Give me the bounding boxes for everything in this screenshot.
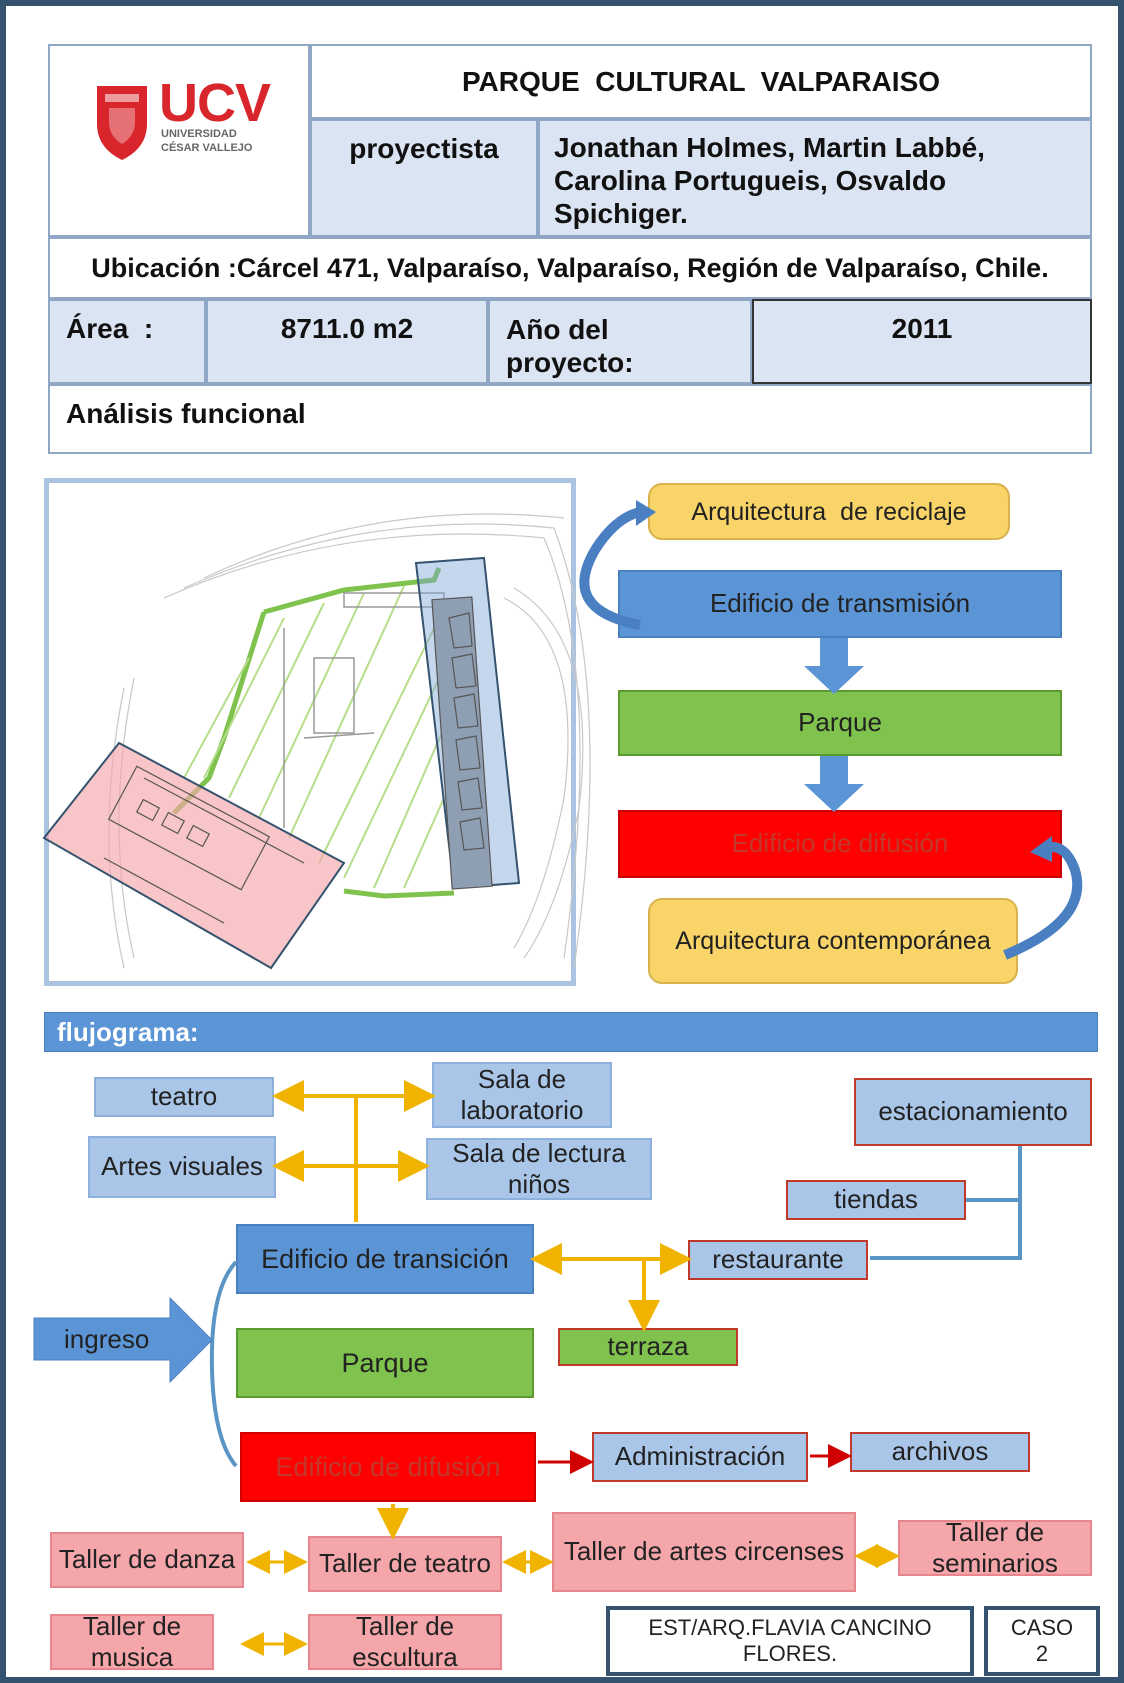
- box-taller-musica: Taller de musica: [50, 1611, 214, 1672]
- year-label-cell: Año del proyecto:: [488, 299, 752, 384]
- logo-text: UCV: [159, 73, 271, 133]
- area-value: 8711.0 m2: [280, 313, 414, 344]
- title-cell: PARQUE CULTURAL VALPARAISO: [310, 44, 1092, 119]
- location-cell: Ubicación :Cárcel 471, Valparaíso, Valpa…: [48, 237, 1092, 299]
- flujograma-bar: flujograma:: [44, 1012, 1098, 1052]
- ingreso-label: ingreso: [64, 1324, 150, 1354]
- author-box: EST/ARQ.FLAVIA CANCINO FLORES.: [606, 1606, 974, 1676]
- transmission-box: Edificio de transmisión: [618, 570, 1062, 638]
- box-estacionamiento: estacionamiento: [854, 1078, 1092, 1146]
- box-terraza: terraza: [558, 1328, 738, 1366]
- box-taller-seminarios: Taller de seminarios: [898, 1517, 1092, 1578]
- designer-value: Jonathan Holmes, Martin Labbé, Carolina …: [554, 132, 985, 229]
- box-artes-visuales: Artes visuales: [88, 1136, 276, 1198]
- box-sala-laboratorio: Sala de laboratorio: [432, 1062, 612, 1128]
- flujograma-title: flujograma:: [57, 1017, 199, 1047]
- section-title-cell: Análisis funcional: [48, 384, 1092, 454]
- recycle-box: Arquitectura de reciclaje: [648, 483, 1010, 540]
- box-restaurante: restaurante: [688, 1240, 868, 1280]
- designer-label-cell: proyectista: [310, 119, 538, 237]
- logo-cell: UCV UNIVERSIDAD CÉSAR VALLEJO: [48, 44, 310, 237]
- box-tiendas: tiendas: [786, 1180, 966, 1220]
- area-label-cell: Área :: [48, 299, 206, 384]
- shield-icon: [97, 86, 147, 160]
- transmission-label: Edificio de transmisión: [709, 588, 971, 619]
- year-value-cell: 2011: [752, 299, 1092, 384]
- diffusion-box: Edificio de difusión: [618, 810, 1062, 878]
- year-value: 2011: [891, 313, 953, 344]
- area-label: Área :: [66, 313, 154, 344]
- box-teatro: teatro: [94, 1077, 274, 1117]
- box-edificio-transicion: Edificio de transición: [236, 1224, 534, 1294]
- box-taller-teatro: Taller de teatro: [308, 1536, 502, 1592]
- box-archivos: archivos: [850, 1432, 1030, 1472]
- logo-sub2: CÉSAR VALLEJO: [161, 142, 253, 154]
- year-label: Año del proyecto:: [506, 314, 634, 378]
- ucv-logo: UCV UNIVERSIDAD CÉSAR VALLEJO: [95, 73, 275, 168]
- park-label: Parque: [798, 707, 882, 738]
- contemporary-box: Arquitectura contemporánea: [648, 898, 1018, 984]
- diffusion-label: Edificio de difusión: [731, 828, 949, 859]
- logo-sub1: UNIVERSIDAD: [161, 128, 237, 140]
- park-box: Parque: [618, 690, 1062, 756]
- box-sala-lectura: Sala de lectura niños: [426, 1138, 652, 1200]
- recycle-label: Arquitectura de reciclaje: [691, 497, 967, 526]
- box-administracion: Administración: [592, 1432, 808, 1482]
- box-taller-danza: Taller de danza: [50, 1532, 244, 1588]
- box-edificio-difusion: Edificio de difusión: [240, 1432, 536, 1502]
- box-parque: Parque: [236, 1328, 534, 1398]
- section-title: Análisis funcional: [66, 398, 306, 429]
- area-value-cell: 8711.0 m2: [206, 299, 488, 384]
- designer-label: proyectista: [349, 133, 499, 164]
- page-title: PARQUE CULTURAL VALPARAISO: [461, 65, 941, 97]
- box-taller-escultura: Taller de escultura: [308, 1611, 502, 1672]
- box-taller-circenses: Taller de artes circenses: [552, 1512, 856, 1592]
- case-box: CASO 2: [984, 1606, 1100, 1676]
- site-plan-drawing: [42, 513, 591, 970]
- designer-value-cell: Jonathan Holmes, Martin Labbé, Carolina …: [538, 119, 1092, 237]
- location-text: Ubicación :Cárcel 471, Valparaíso, Valpa…: [91, 252, 1049, 283]
- contemporary-label: Arquitectura contemporánea: [675, 927, 991, 955]
- site-plan: [42, 478, 591, 986]
